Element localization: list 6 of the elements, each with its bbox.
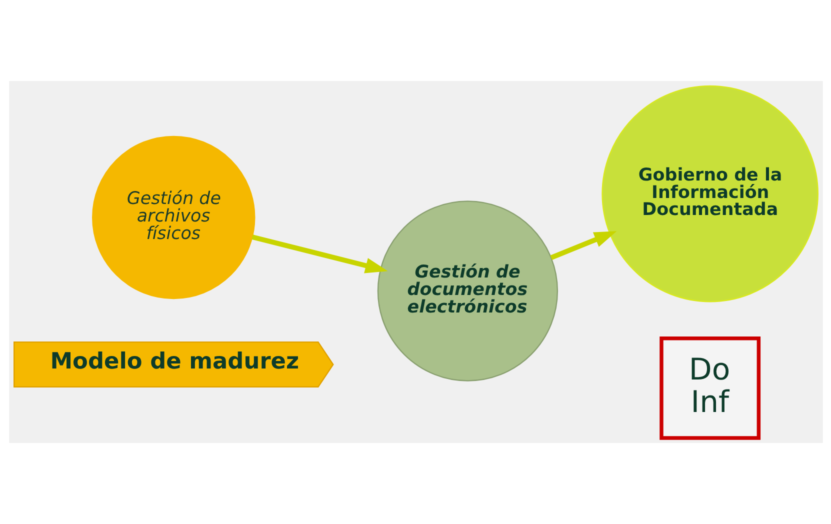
node-circle: Gestión de documentos electrónicos — [376, 200, 558, 382]
node-box: Do Inf — [659, 336, 760, 440]
arrow — [550, 231, 616, 260]
arrow — [251, 234, 388, 274]
node-circle: Gobierno de la Información Documentada — [601, 85, 818, 302]
node-circle: Gestión de archivos físicos — [92, 136, 255, 300]
